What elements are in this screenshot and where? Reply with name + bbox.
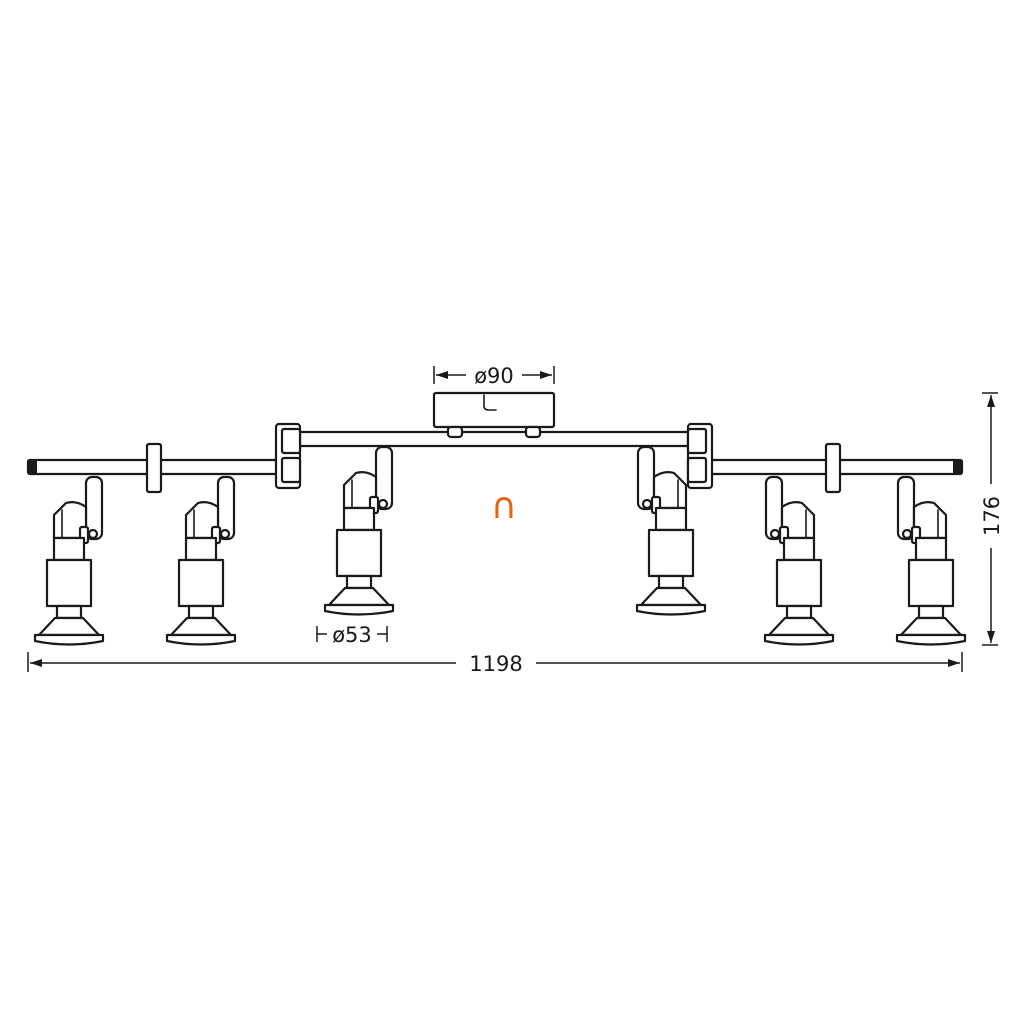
orange-symbol: ∩ bbox=[491, 486, 517, 527]
spotlight-5 bbox=[895, 475, 967, 646]
ceiling-canopy bbox=[432, 391, 556, 439]
center-tube bbox=[296, 430, 692, 448]
total-length-label: 1198 bbox=[469, 652, 522, 676]
spotlight-3 bbox=[323, 445, 395, 616]
spotlight-2 bbox=[165, 475, 237, 646]
spot-diameter-label: ø53 bbox=[332, 623, 372, 647]
canopy-diameter-label: ø90 bbox=[474, 364, 514, 388]
right-joint bbox=[686, 422, 714, 490]
spotlight-6 bbox=[763, 475, 835, 646]
total-height-label: 176 bbox=[980, 496, 1004, 536]
left-clamp bbox=[145, 442, 163, 494]
spotlight-1 bbox=[33, 475, 105, 646]
canopy-diameter-dimension: ø90 bbox=[433, 364, 555, 388]
total-length-dimension: 1198 bbox=[27, 652, 963, 676]
spot-diameter-dimension: ø53 bbox=[316, 623, 388, 647]
total-height-dimension: 176 bbox=[980, 392, 1004, 646]
left-joint bbox=[274, 422, 302, 490]
right-clamp bbox=[824, 442, 842, 494]
